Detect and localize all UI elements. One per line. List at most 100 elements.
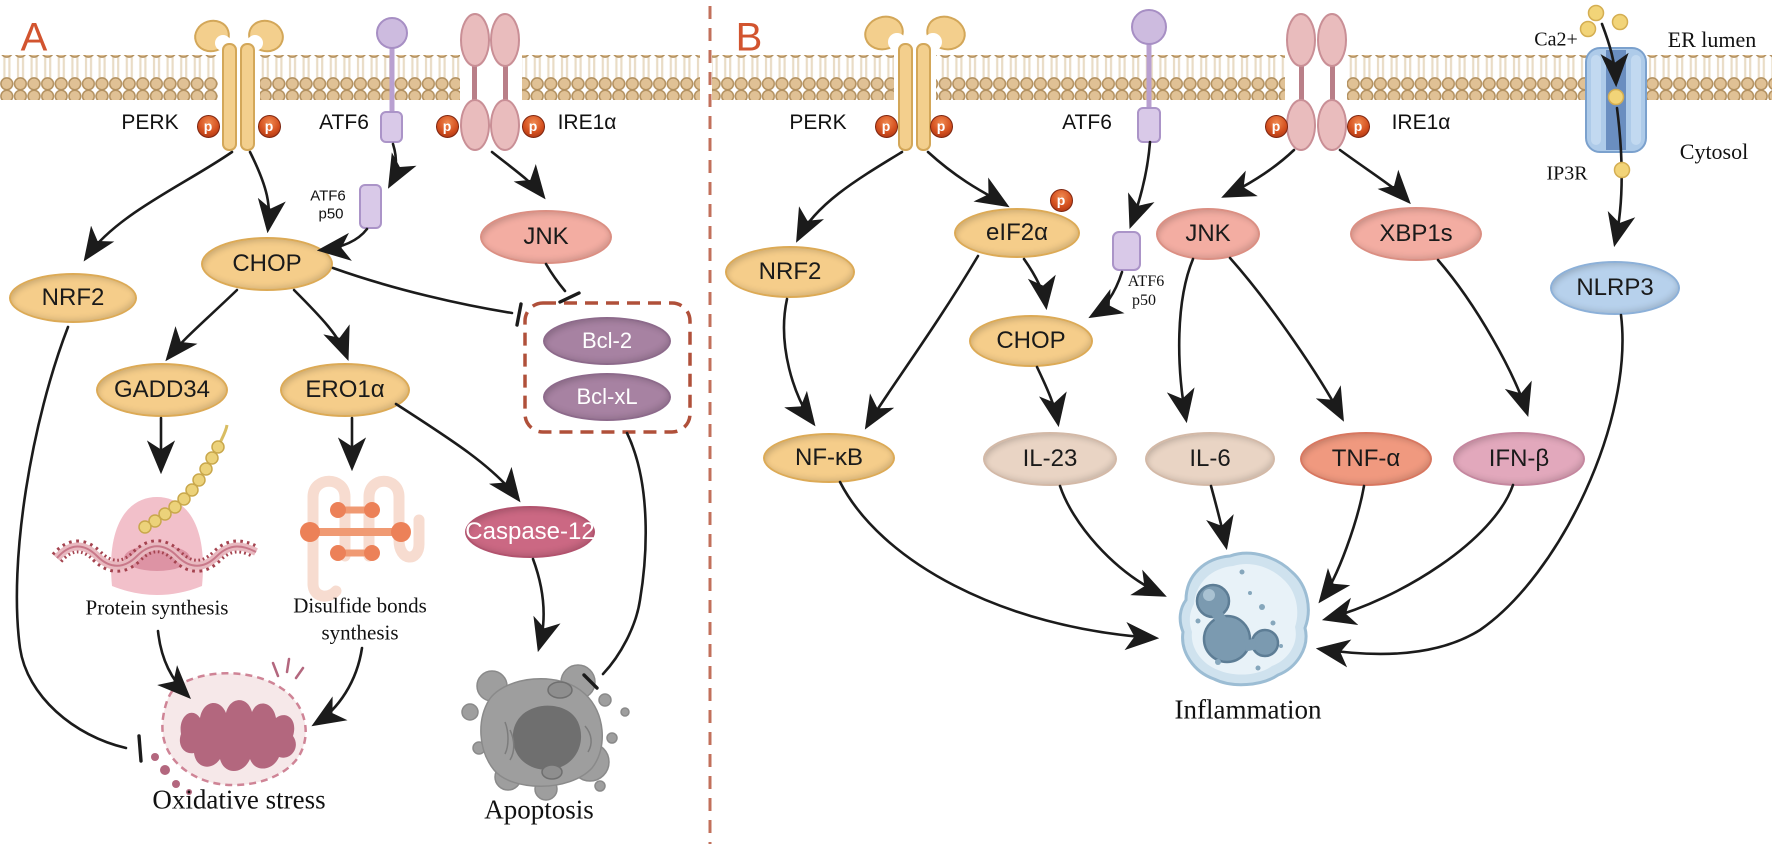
label-oxidative-stress: Oxidative stress — [152, 784, 326, 815]
edge-CHOP-A-to-ERO1a — [292, 288, 350, 361]
label-perk-b: PERK — [789, 111, 847, 134]
edge-IL-23-to-Inflammation — [1058, 484, 1167, 597]
edge-ATF6-A-to-ATF6p50-A — [387, 142, 417, 189]
node-nlrp3: NLRP3 — [1550, 261, 1680, 315]
node-bclxl: Bcl-xL — [543, 373, 671, 421]
label-inflammation: Inflammation — [1174, 694, 1322, 725]
inhibit-bar-JNK-A-to-Bcl-group — [558, 291, 581, 304]
node-eif2a: eIF2α — [954, 208, 1080, 258]
edge-Ca2+-to-IP3R — [1600, 22, 1629, 88]
node-xbp1s: XBP1s — [1350, 207, 1482, 261]
node-nrf2-b: NRF2 — [725, 246, 855, 298]
edge-PERK-B-to-NRF2-B — [796, 150, 904, 243]
label-atf6p50-b-line2: p50 — [1132, 292, 1156, 309]
edge-NRF2-B-to-NF-kB — [782, 297, 816, 427]
edge-eIF2a-to-CHOP-B — [1022, 257, 1056, 311]
label-perk-a: PERK — [121, 111, 179, 134]
label-disulfide-line2: synthesis — [321, 620, 399, 645]
phospho-badge-perk-a-p2: p — [257, 114, 281, 138]
label-atf6-a: ATF6 — [319, 111, 369, 134]
edge-Protein-synthesis-to-Oxidative-stress — [156, 629, 191, 699]
perk-receptor-b-icon — [864, 15, 966, 151]
inflammation-cell-icon — [1178, 551, 1310, 687]
label-atf6p50-b-line1: ATF6 — [1127, 273, 1165, 290]
atf6-p50-fragment-b-icon — [1112, 231, 1141, 271]
edge-XBP1s-to-IFN-b — [1436, 258, 1532, 418]
apoptotic-cell-icon — [461, 664, 630, 801]
edge-TNF-a-to-Inflammation — [1318, 484, 1366, 604]
edge-JNK-B-to-TNF-a — [1228, 256, 1344, 422]
edge-CHOP-A-to-GADD34 — [165, 288, 239, 362]
label-ip3r: IP3R — [1546, 162, 1588, 185]
edge-ATF6p50-B-to-CHOP-B — [1088, 270, 1125, 319]
er-membrane-panel-a — [0, 55, 700, 100]
label-protein-synthesis: Protein synthesis — [85, 595, 229, 620]
perk-receptor-a-icon — [194, 19, 284, 151]
label-atf6p50-a-line2: p50 — [318, 205, 344, 223]
edge-IRE1a-B-to-XBP1s — [1338, 148, 1411, 205]
node-il23: IL-23 — [983, 432, 1117, 486]
edge-ATF6-B-to-ATF6p50-B — [1128, 140, 1155, 229]
bcl-group-box — [523, 301, 692, 434]
edge-IL-6-to-Inflammation — [1206, 484, 1234, 551]
inhibit-bar-CHOP-A-to-Bcl-group — [515, 302, 523, 327]
phospho-badge-ire1a-b-p1: p — [1264, 114, 1288, 138]
calcium-ions-icon — [1579, 4, 1629, 38]
edge-Bcl-group-to-Apoptosis — [601, 431, 647, 676]
node-ifnb: IFN-β — [1453, 432, 1585, 486]
edge-PERK-B-to-eIF2a — [926, 150, 1010, 208]
edge-PERK-A-to-NRF2-A — [83, 150, 234, 262]
node-chop-a: CHOP — [201, 237, 333, 291]
inhibit-bar-Bcl-group-to-Apoptosis — [582, 673, 599, 690]
label-panel-a: A — [20, 15, 48, 60]
label-cytosol: Cytosol — [1679, 139, 1749, 164]
edge-ERO1a-to-Caspase-12 — [394, 402, 521, 503]
ribosome-icon — [51, 424, 260, 595]
label-atf6-b: ATF6 — [1062, 111, 1112, 134]
calcium-ion-in-channel-icon — [1607, 88, 1631, 179]
node-nfkb: NF-κB — [763, 433, 895, 483]
label-atf6p50-a-line1: ATF6 — [310, 187, 346, 205]
edge-NRF2-A-to-Oxidative-stress — [15, 325, 128, 750]
node-il6: IL-6 — [1145, 432, 1275, 486]
edge-NF-kB-to-Inflammation — [838, 480, 1160, 651]
node-ero1a: ERO1α — [280, 363, 410, 417]
mitochondria-icon — [151, 657, 307, 795]
edge-Disulfide-bonds-synthesis-to-Oxidative-stress — [311, 646, 364, 727]
atf6-receptor-a-icon — [376, 17, 408, 143]
label-panel-b: B — [735, 15, 763, 60]
atf6-p50-fragment-a-icon — [359, 184, 382, 229]
edge-IRE1a-B-to-JNK-B — [1221, 148, 1296, 198]
phospho-badge-ire1a-b-p2: p — [1346, 114, 1370, 138]
node-gadd34: GADD34 — [96, 363, 228, 417]
edge-CHOP-A-to-Bcl-group — [331, 266, 514, 315]
atf6-receptor-b-icon — [1131, 9, 1167, 143]
node-chop-b: CHOP — [969, 315, 1093, 367]
edge-IRE1a-A-to-JNK-A — [490, 150, 546, 200]
node-jnk-a: JNK — [480, 210, 612, 264]
phospho-badge-ire1a-a-p2: p — [521, 114, 545, 138]
node-bcl2: Bcl-2 — [543, 317, 671, 365]
edge-PERK-A-to-CHOP-A — [248, 150, 286, 234]
phospho-badge-perk-b-p1: p — [874, 114, 898, 138]
phospho-badge-perk-b-p2: p — [929, 114, 953, 138]
ire1a-receptor-b-icon — [1286, 13, 1347, 151]
inhibit-bar-NRF2-A-to-Oxidative-stress — [137, 734, 143, 763]
disulfide-bonds-icon — [300, 475, 425, 602]
edge-JNK-A-to-Bcl-group — [544, 262, 567, 293]
phospho-badge-ire1a-a-p1: p — [435, 114, 459, 138]
label-apoptosis: Apoptosis — [484, 794, 594, 825]
label-disulfide-line1: Disulfide bonds — [293, 593, 427, 618]
edge-JNK-B-to-IL-6 — [1166, 257, 1195, 424]
label-er-lumen: ER lumen — [1667, 27, 1757, 52]
label-ire1a-b: IRE1α — [1391, 111, 1451, 134]
edge-eIF2a-to-NF-kB — [864, 254, 980, 430]
node-tnfa: TNF-α — [1300, 432, 1432, 486]
edge-CHOP-B-to-IL-23 — [1035, 365, 1067, 428]
edge-Caspase-12-to-Apoptosis — [531, 557, 561, 653]
node-caspase12: Caspase-12 — [465, 506, 595, 558]
